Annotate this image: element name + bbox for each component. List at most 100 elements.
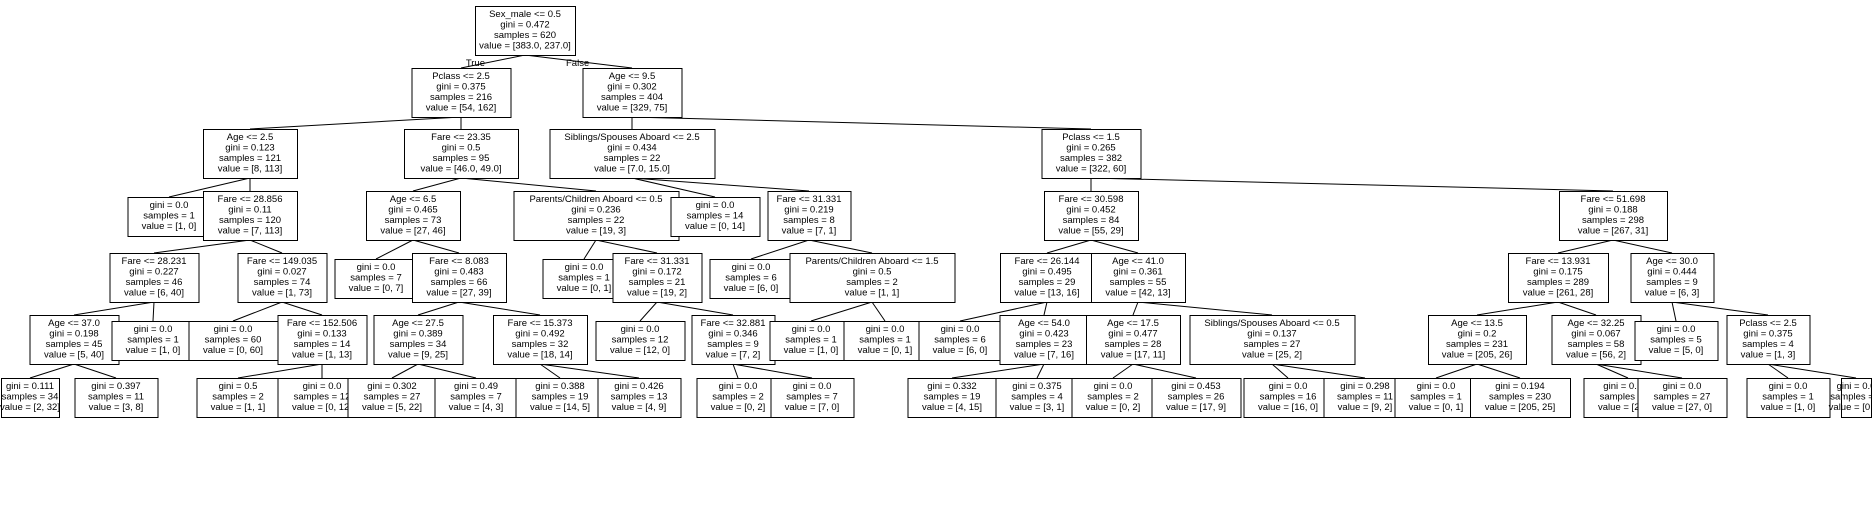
edge-n22-n36	[871, 301, 886, 322]
node-line: gini = 0.0	[1417, 381, 1456, 392]
node-line: samples = 382	[1060, 153, 1122, 164]
edge-n22-n35	[810, 301, 873, 322]
edge-n20-n34	[656, 301, 734, 316]
node-box	[366, 191, 461, 241]
node-line: Age <= 32.25	[1567, 318, 1624, 329]
node-line: Parents/Children Aboard <= 1.5	[805, 256, 938, 267]
edge-n16-n29	[232, 301, 283, 322]
edge-n18-n32	[458, 301, 541, 316]
node-line: samples = 1	[143, 211, 195, 222]
node-line: value = [4, 3]	[449, 402, 504, 413]
node-line: Age <= 30.0	[1646, 256, 1698, 267]
node-line: Fare <= 8.083	[429, 256, 489, 267]
node-line: value = [27, 0]	[1652, 402, 1712, 413]
node-box	[1000, 253, 1095, 303]
edge-n2-n6	[631, 116, 1092, 130]
node-box	[196, 378, 281, 418]
node-line: value = [54, 162]	[426, 103, 497, 114]
node-line: value = [1, 1]	[211, 402, 266, 413]
node-line: value = [16, 0]	[1258, 402, 1318, 413]
node-line: gini = 0.0	[719, 381, 758, 392]
node-box	[277, 315, 368, 365]
node-line: gini = 0.389	[393, 329, 442, 340]
node-line: gini = 0.477	[1108, 329, 1157, 340]
node-line: samples = 2	[1087, 392, 1139, 403]
node-line: Siblings/Spouses Aboard <= 2.5	[564, 132, 699, 143]
node-line: value = [5, 0]	[1649, 345, 1704, 356]
node-box	[237, 253, 328, 303]
edge-n32-n51	[539, 363, 561, 379]
node-line: samples = 289	[1527, 277, 1589, 288]
node-line: value = [56, 2]	[1566, 350, 1626, 361]
edge-n25-n42	[1557, 301, 1597, 316]
node-line: samples = 7	[786, 392, 838, 403]
edge-n10-n20	[595, 239, 658, 254]
node-line: gini = 0.0	[1837, 381, 1872, 392]
node-line: Fare <= 23.35	[431, 132, 491, 143]
node-line: Age <= 13.5	[1451, 318, 1503, 329]
node-line: value = [25, 2]	[1242, 350, 1302, 361]
node-line: value = [1, 0]	[1761, 402, 1816, 413]
node-line: value = [18, 14]	[507, 350, 572, 361]
node-line: value = [6, 0]	[724, 283, 779, 294]
node-line: value = [46.0, 49.0]	[420, 164, 501, 175]
edge-n34-n53	[732, 363, 739, 379]
node-box	[1044, 191, 1139, 241]
node-line: gini = 0.0	[357, 262, 396, 273]
node-line: value = [383.0, 237.0]	[479, 41, 571, 52]
node-line: gini = 0.0	[1657, 324, 1696, 335]
node-line: samples = 298	[1582, 215, 1644, 226]
edge-n8-n16	[249, 239, 283, 254]
node-box	[203, 191, 298, 241]
node-line: samples = 22	[568, 215, 625, 226]
edge-n12-n22	[808, 239, 873, 254]
node-line: Fare <= 152.506	[287, 318, 357, 329]
edge-n41-n61	[1435, 363, 1478, 379]
node-line: gini = 0.0	[866, 324, 905, 335]
edge-n6-n14	[1090, 177, 1614, 192]
node-line: gini = 0.423	[1019, 329, 1068, 340]
node-line: samples = 19	[924, 392, 981, 403]
node-line: value = [0, 12]	[292, 402, 352, 413]
edge-n15-n28	[152, 301, 155, 322]
edge-n4-n10	[460, 177, 597, 192]
node-line: value = [0, 1]	[1409, 402, 1464, 413]
true-edge-label: True	[466, 58, 485, 69]
node-line: gini = 0.111	[6, 381, 54, 392]
node-line: gini = 0.332	[927, 381, 976, 392]
node-line: gini = 0.5	[853, 267, 892, 278]
edge-n23-n37	[959, 301, 1048, 322]
node-line: Fare <= 32.881	[701, 318, 766, 329]
node-line: samples = 2	[846, 277, 898, 288]
node-line: Fare <= 149.035	[247, 256, 317, 267]
node-line: value = [1, 73]	[252, 288, 312, 299]
node-line: samples = 27	[364, 392, 421, 403]
node-line: gini = 0.472	[500, 20, 549, 31]
node-line: gini = 0.0	[792, 324, 831, 335]
node-box	[1071, 378, 1156, 418]
node-line: Fare <= 28.231	[122, 256, 187, 267]
node-box	[769, 321, 854, 361]
node-line: gini = 0.0	[1269, 381, 1308, 392]
node-line: Pclass <= 2.5	[1739, 318, 1797, 329]
node-line: Age <= 6.5	[390, 194, 436, 205]
edge-n16-n30	[281, 301, 323, 316]
node-line: samples = 2	[712, 392, 764, 403]
edge-n12-n21	[750, 239, 810, 260]
node-box	[770, 378, 855, 418]
node-line: Pclass <= 1.5	[1062, 132, 1120, 143]
node-line: samples = 55	[1110, 277, 1167, 288]
node-line: gini = 0.0	[134, 324, 173, 335]
node-line: value = [9, 2]	[1338, 402, 1393, 413]
node-line: gini = 0.067	[1571, 329, 1620, 340]
